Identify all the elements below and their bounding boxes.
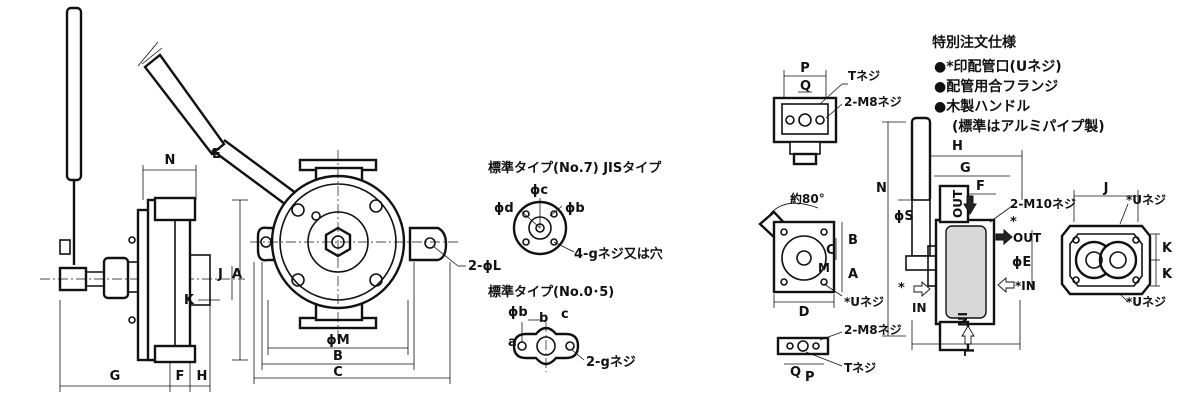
bottom-label-T: Tネジ [844,361,876,375]
right-label-A: A [848,267,858,282]
special-order-note: 特別注文仕様 ●*印配管口(Uネジ) ●配管用合フランジ ●木製ハンドル (標準… [932,34,1105,135]
top-port-flange [153,196,197,222]
side-label-star: * [1010,215,1017,230]
front-label-H: H [197,369,208,384]
top-label-P: P [800,61,810,76]
right-front-body [772,220,836,294]
end-view: J K K *Uネジ *Uネジ [1060,181,1173,309]
front-label-M: ϕM [326,333,349,348]
right-front-view: 約80° B C M A D *Uネジ [758,191,884,320]
side-label-out-right: OUT [1013,231,1042,245]
side-label-in-left: IN [912,301,927,315]
right-label-M: M [818,261,830,275]
flange7-label-b: ϕb [565,201,585,216]
flange05-title: 標準タイプ(No.0･5) [488,284,614,300]
front-label-B: B [333,349,343,364]
pump-body-side [146,198,192,362]
front-label-K: K [184,293,195,308]
side-label-in-vertical: IN [955,312,969,327]
side-label-H: H [952,139,963,154]
flange05-label-c: c [561,307,569,322]
end-label-J: J [1103,181,1109,196]
right-label-B: B [848,233,858,248]
right-label-D: D [799,305,810,320]
side-label-N: N [876,181,887,196]
bottom-view-body [776,336,830,356]
top-label-T: Tネジ [848,69,880,83]
side-body-chamber [945,225,987,319]
flange05-note: 2-gネジ [586,355,636,370]
special-order-subnote: (標準はアルミパイプ製) [952,118,1105,135]
end-label-K2: K [1162,267,1173,282]
side-label-out-vertical: OUT [951,189,965,218]
side-label-F: F [976,179,985,194]
side-label-S: ϕS [894,209,914,224]
right-label-C: C [826,243,836,258]
flange7-label-c: ϕc [530,183,548,198]
side-label-G: G [960,161,971,176]
front-label-G: G [110,369,121,384]
right-label-U: *Uネジ [844,295,884,309]
flange05-label-b1: ϕb [508,305,528,320]
side-label-M10: 2-M10ネジ [1010,197,1076,211]
side-label-E: ϕE [1012,255,1031,270]
end-label-K1: K [1162,241,1173,256]
side-label-L: L [960,348,975,356]
bottom-view: 2-M8ネジ Tネジ Q P [776,323,902,385]
top-label-Q: Q [800,79,811,94]
front-label-F: F [176,369,185,384]
base-foot [189,254,211,306]
side-handle [910,116,932,204]
side-top-port [938,184,970,224]
flange-std05: 標準タイプ(No.0･5) ϕb b c a 2-gネジ [488,284,636,372]
flange7-label-d: ϕd [494,201,514,216]
end-label-U1: *Uネジ [1126,193,1166,207]
top-view: P Q Tネジ 2-M8ネジ [772,61,902,166]
front-label-A: A [232,267,242,282]
bottom-label-M8: 2-M8ネジ [844,323,902,337]
special-order-item-3: ●木製ハンドル [934,98,1030,115]
side-label-in-right: *IN [1015,279,1036,293]
bottom-port-flange [153,344,197,364]
end-label-U2: *Uネジ [1126,295,1166,309]
front-label-N: N [165,153,176,168]
special-order-title: 特別注文仕様 [932,34,1017,51]
flange7-title: 標準タイプ(No.7) JISタイプ [488,160,662,176]
front-label-C: C [333,365,343,380]
special-order-item-1: ●*印配管口(Uネジ) [934,58,1062,75]
front-view: N G F H J A K [40,6,248,392]
end-gear-right [1098,240,1138,280]
vertical-handle [65,6,83,182]
side-label-star2: * [898,281,905,296]
handle-nut [59,239,71,255]
bottom-label-Q: Q [790,365,801,380]
flange-std7: 標準タイプ(No.7) JISタイプ ϕd ϕc ϕb 4-gネジ又は穴 [488,160,663,262]
bottom-label-P: P [805,370,815,385]
front-label-J: J [217,267,223,282]
top-label-M8: 2-M8ネジ [844,95,902,109]
flange05-label-a: a [508,335,517,350]
special-order-item-2: ●配管用合フランジ [934,78,1058,95]
flange7-note: 4-gネジ又は穴 [574,246,663,262]
flange05-label-b2: b [539,311,548,326]
front-label-L: 2-ϕL [468,259,501,274]
diagonal-handle-grip [143,53,226,156]
front-label-E: E [212,147,221,162]
pump-body-front: E ϕM B C [137,41,501,384]
right-mount-ear [408,226,448,262]
right-label-angle: 約80° [790,191,825,206]
gland-nut [102,256,130,300]
side-view: N ϕS H G F OUT OUT * ϕE *IN IN * IN [876,116,1076,356]
